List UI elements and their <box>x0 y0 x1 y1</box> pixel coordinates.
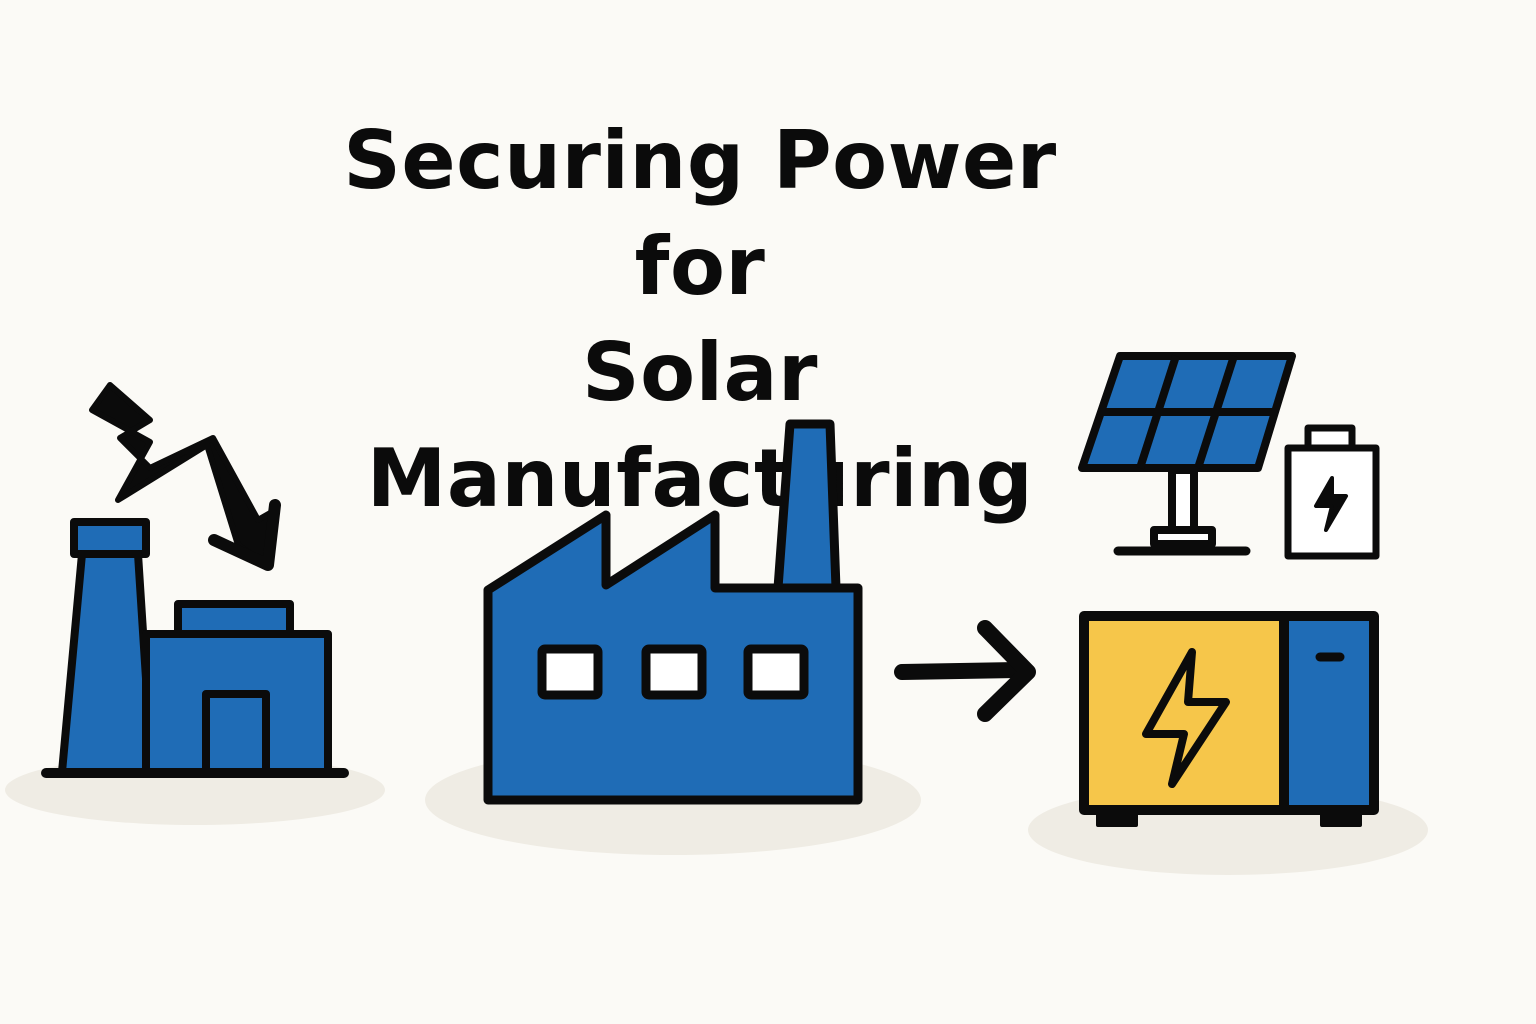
factory-icon <box>483 419 863 805</box>
old-factory-icon <box>41 518 349 778</box>
power-outage-icon <box>89 382 281 571</box>
arrow-right-icon <box>894 620 1036 722</box>
solar-panel-icon <box>1078 352 1296 556</box>
energy-storage-unit-icon <box>1079 611 1379 827</box>
title-line-2: Solar Manufacturing <box>366 326 1034 525</box>
page-title: Securing Power for Solar Manufacturing <box>300 108 1100 532</box>
title-line-1: Securing Power for <box>343 114 1057 313</box>
battery-icon <box>1284 424 1380 560</box>
